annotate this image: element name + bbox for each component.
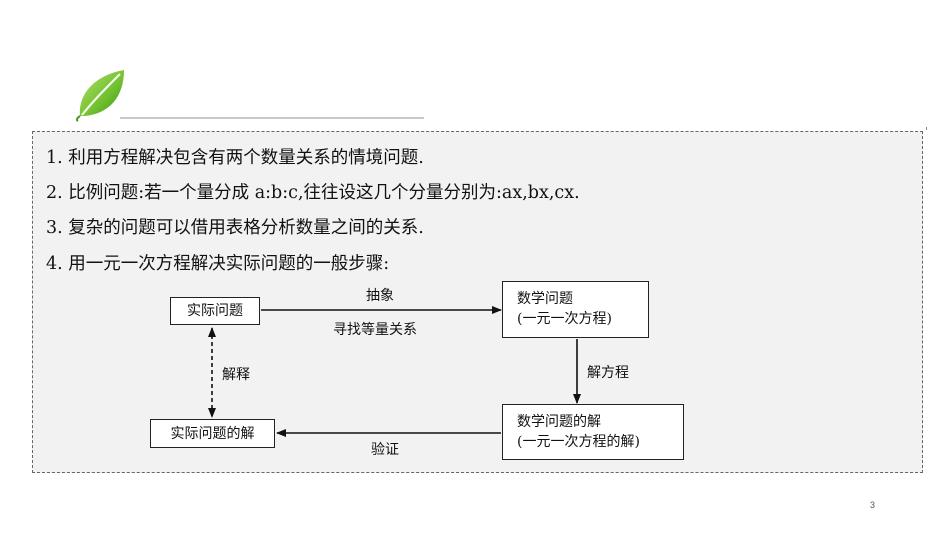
box-math-problem: 数学问题 (一元一次方程) [502,281,649,338]
label-explain: 解释 [222,367,250,383]
point-2: 2. 比例问题:若一个量分成 a:b:c,往往设这几个分量分别为:ax,bx,c… [46,183,580,203]
box-real-problem: 实际问题 [170,297,260,325]
corner-mark [926,127,927,130]
label-solve-equation: 解方程 [587,365,629,381]
point-4: 4. 用一元一次方程解决实际问题的一般步骤: [46,254,390,274]
label-abstract: 抽象 [366,288,394,304]
page-number: 3 [870,500,876,510]
box-real-solution: 实际问题的解 [150,419,275,448]
box-math-solution: 数学问题的解 (一元一次方程的解) [502,404,684,460]
label-find-relation: 寻找等量关系 [333,322,417,338]
title-underline [120,117,424,119]
point-3: 3. 复杂的问题可以借用表格分析数量之间的关系. [46,218,424,238]
point-1: 1. 利用方程解决包含有两个数量关系的情境问题. [46,148,424,168]
leaf-icon [75,70,124,122]
label-verify: 验证 [371,442,399,458]
